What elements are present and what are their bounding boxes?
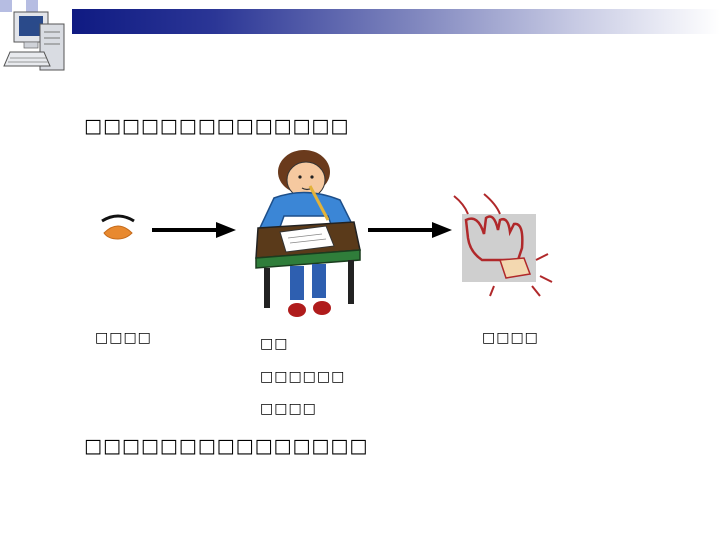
arrow-eye-to-student (152, 222, 236, 238)
student-writing-icon (255, 150, 361, 317)
arrow-student-to-hand (368, 222, 452, 238)
label-hand: □□□□ (482, 330, 539, 346)
label-eye: □□□□ (95, 330, 152, 346)
student-label-2: □□□□□□ (260, 369, 346, 385)
bottom-heading: □□□□□□□□□□□□□□□ (84, 435, 369, 457)
hand-pressing-button-icon (453, 193, 553, 297)
top-heading: □□□□□□□□□□□□□□ (84, 115, 350, 137)
eye-icon (101, 214, 135, 240)
student-label-1: □□ (260, 336, 289, 352)
corner-tile-2 (26, 0, 38, 12)
corner-tile-1 (0, 0, 12, 12)
computer-icon (3, 11, 65, 71)
student-label-3: □□□□ (260, 401, 317, 417)
title-bar-decoration (72, 9, 720, 34)
